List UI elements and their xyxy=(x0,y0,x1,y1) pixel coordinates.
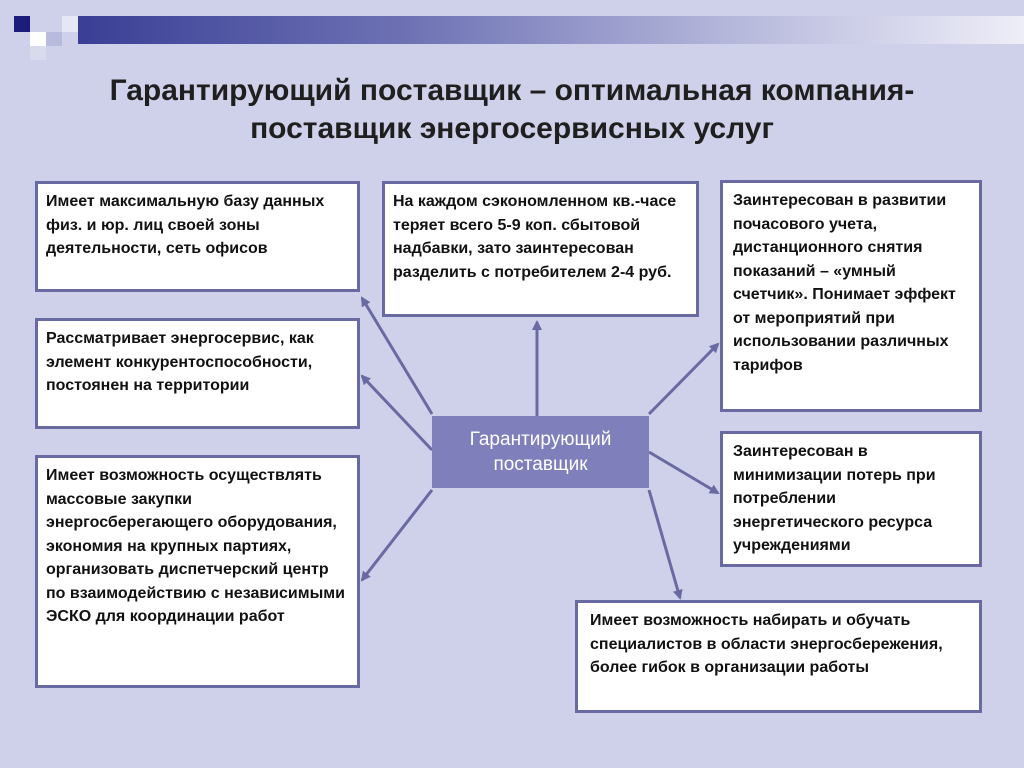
slide-title-line1: Гарантирующий поставщик – оптимальная ко… xyxy=(109,74,915,107)
center-node-line1: Гарантирующий xyxy=(469,429,612,450)
corner-square-mid xyxy=(46,32,62,46)
center-node-line2: поставщик xyxy=(493,454,588,475)
title-gradient-bar xyxy=(78,16,1024,44)
corner-square-light xyxy=(30,46,46,60)
box-top-center: На каждом сэкономленном кв.-часе теряет … xyxy=(382,181,699,317)
box-bottom-right: Имеет возможность набирать и обучать спе… xyxy=(575,600,982,713)
arrow-to-mid-left xyxy=(360,374,434,452)
arrow-to-top-right xyxy=(647,342,720,416)
box-top-right: Заинтересован в развитии почасового учет… xyxy=(720,180,982,412)
slide-title: Гарантирующий поставщик – оптимальная ко… xyxy=(20,72,1004,148)
box-mid-right: Заинтересован в минимизации потерь при п… xyxy=(720,431,982,567)
slide-title-line2: поставщик энергосервисных услуг xyxy=(250,112,774,145)
box-top-left: Имеет максимальную базу данных физ. и юр… xyxy=(35,181,360,292)
corner-square-dark xyxy=(14,16,30,32)
box-mid-left: Рассматривает энергосервис, как элемент … xyxy=(35,318,360,429)
center-node: Гарантирующий поставщик xyxy=(432,416,649,488)
arrow-to-top-left xyxy=(360,296,434,415)
arrow-to-bottom-right xyxy=(647,489,683,600)
corner-square-light xyxy=(30,32,46,46)
corner-square-light xyxy=(62,16,78,32)
box-bottom-left: Имеет возможность осуществлять массовые … xyxy=(35,455,360,688)
arrow-to-mid-right xyxy=(648,450,720,495)
arrow-to-bottom-left xyxy=(360,489,434,582)
